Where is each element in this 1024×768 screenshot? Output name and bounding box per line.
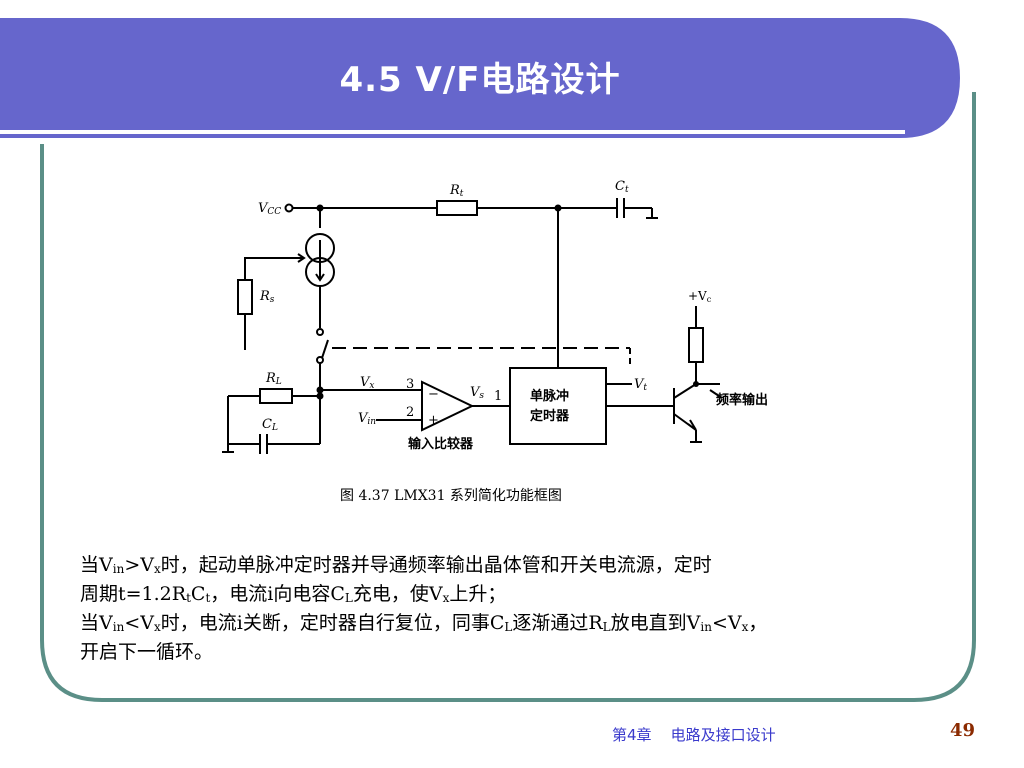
label-rt: Rt [449,183,464,199]
label-rs: Rs [259,289,275,305]
header-underline [0,130,905,134]
resistor-rl [259,388,293,404]
label-vt: Vt [634,377,647,393]
header-bar [0,18,960,138]
resistor-rs [237,279,253,315]
timer-label-2: 定时器 [529,408,570,424]
slide-title: 4.5 V/F电路设计 [339,60,621,100]
comparator-label: 输入比较器 [408,436,474,452]
timer-label-1: 单脉冲 [530,388,569,404]
label-vcc: VCC [258,201,281,217]
paragraph-4: 开启下一循环。 [80,641,214,663]
freq-output-label: 频率输出 [716,392,768,408]
page-number: 49 [950,720,976,741]
description-text: 当Vin>Vx时，起动单脉冲定时器并导通频率输出晶体管和开关电流源，定时 周期t… [80,552,1000,666]
label-vc: +Vc [688,289,712,304]
circuit-diagram: VCC Rt Ct Rs RL CL Vx Vin Vs Vt +Vc 3 2 … [222,179,768,504]
pin-1: 1 [494,389,502,404]
paragraph-3: 当Vin<Vx时，电流i关断，定时器自行复位，同事CL逐渐通过RL放电直到Vin… [80,612,768,634]
label-vs: Vs [470,385,484,401]
pin-2: 2 [406,405,414,420]
paragraph-1: 当Vin>Vx时，起动单脉冲定时器并导通频率输出晶体管和开关电流源，定时 [80,554,712,576]
pin-3: 3 [406,377,414,392]
label-ct: Ct [615,179,629,195]
comparator-triangle [421,380,475,432]
comparator-minus: − [428,387,439,402]
label-vin: Vin [358,411,376,427]
paragraph-2: 周期t=1.2RtCt，电流i向电容CL充电，使Vx上升； [80,583,507,605]
footer-chapter: 第4章 电路及接口设计 [612,726,776,744]
resistor-rc [688,327,704,363]
label-vx: Vx [360,375,374,391]
label-cl: CL [262,417,278,433]
content-border [40,92,976,702]
resistor-rt [436,200,478,216]
comparator-plus: + [428,413,439,428]
label-rl: RL [265,371,282,387]
timer-box [509,367,607,445]
figure-caption: 图 4.37 LMX31 系列简化功能框图 [340,487,562,504]
